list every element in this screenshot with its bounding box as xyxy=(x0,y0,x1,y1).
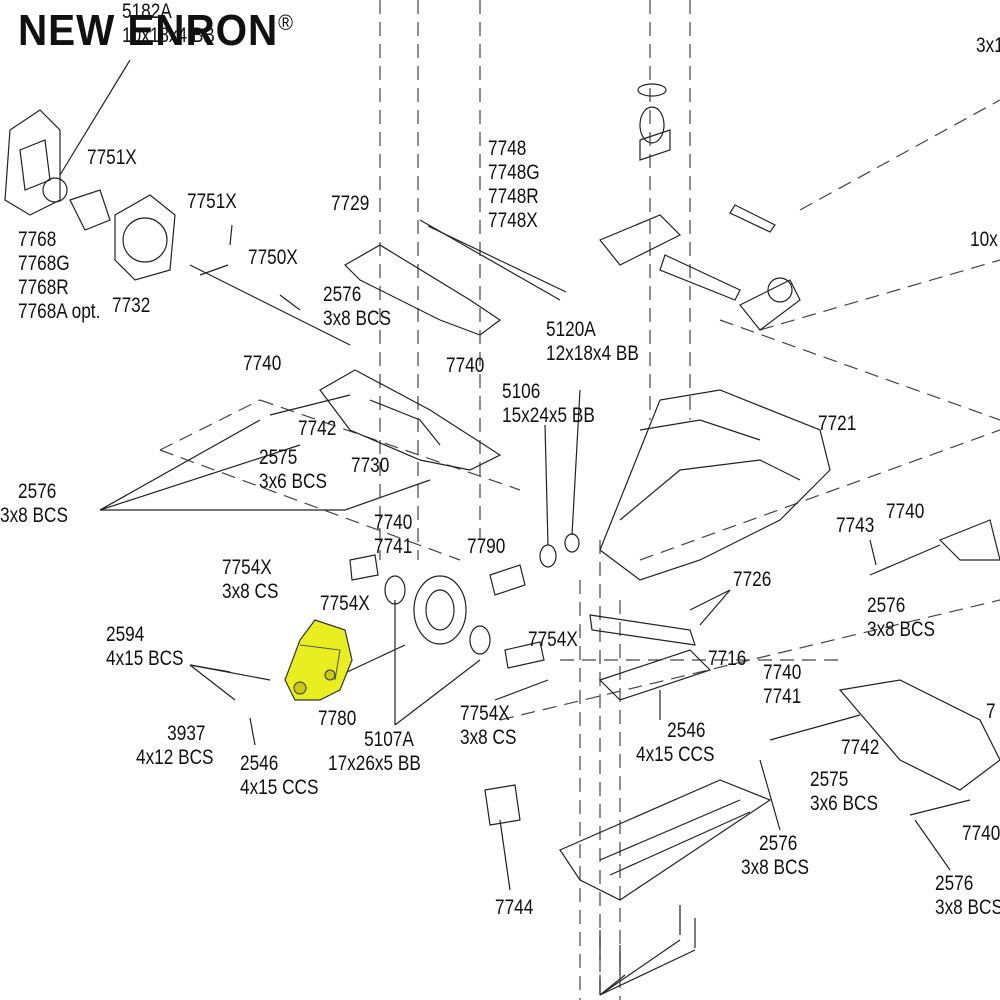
callout-7790: 7790 xyxy=(467,535,506,558)
callout-7740-bottom-right: 7740 xyxy=(962,822,1000,845)
callout-edge-10x: 10x xyxy=(970,228,998,251)
callout-7780: 7780 xyxy=(318,707,357,730)
brand-name: NEW ENRON xyxy=(18,6,279,55)
callout-7742-right: 7742 xyxy=(841,736,880,759)
brand-logo: NEW ENRON® xyxy=(18,6,294,56)
callout-7740-second: 7740 xyxy=(446,354,485,377)
callout-edge-3x1: 3x1 xyxy=(976,34,1000,57)
callout-7750x: 7750X xyxy=(248,246,298,269)
callout-7751x: 7751X xyxy=(87,146,137,169)
callout-7716: 7716 xyxy=(708,647,747,670)
callout-7732: 7732 xyxy=(112,294,151,317)
callout-7730: 7730 xyxy=(351,454,390,477)
callout-7729: 7729 xyxy=(331,192,370,215)
callout-7754x: 7754X xyxy=(320,592,370,615)
highlighted-part-7780 xyxy=(284,619,353,701)
callout-7740-right: 7740 xyxy=(886,500,925,523)
callout-7742: 7742 xyxy=(298,417,337,440)
callout-7751x-second: 7751X xyxy=(187,190,237,213)
callout-7744: 7744 xyxy=(495,896,534,919)
callout-7743: 7743 xyxy=(836,514,875,537)
callout-7754x-center: 7754X xyxy=(528,628,578,651)
callout-7740: 7740 xyxy=(243,352,282,375)
registered-mark: ® xyxy=(278,10,294,35)
callout-7726: 7726 xyxy=(733,568,772,591)
callout-7721: 7721 xyxy=(818,412,857,435)
callout-edge-7: 7 xyxy=(986,700,996,723)
